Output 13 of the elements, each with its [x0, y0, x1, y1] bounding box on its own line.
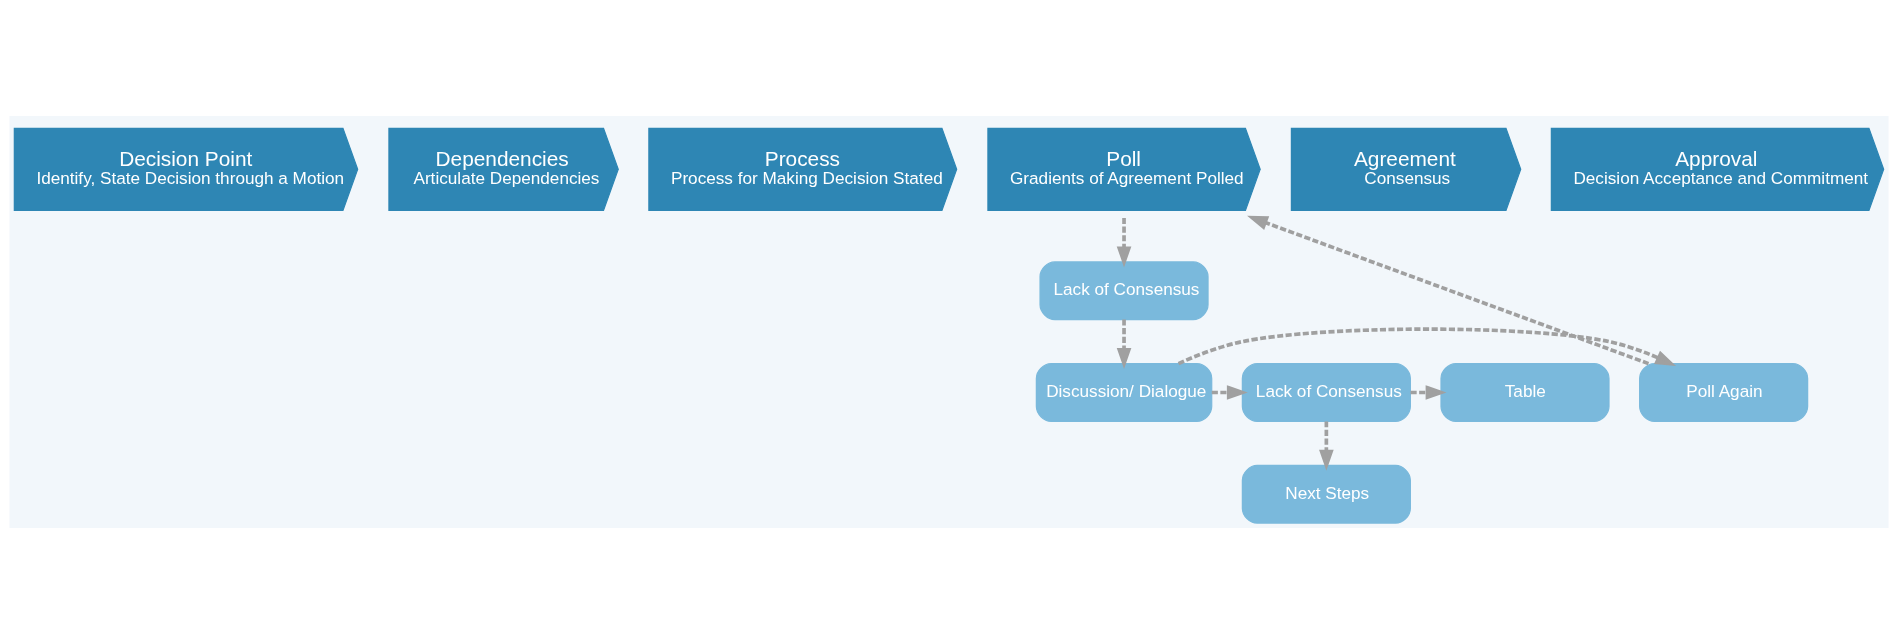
arrow: [1116, 217, 1131, 268]
node-box: Next Steps: [1241, 464, 1411, 524]
node-box: Lack of Consensus: [1038, 261, 1209, 321]
arrow: [1116, 319, 1131, 369]
arrow: [1246, 215, 1649, 366]
arrow: [1211, 385, 1248, 400]
node-box: Lack of Consensus: [1241, 363, 1411, 422]
node-box: Poll Again: [1638, 363, 1808, 422]
arrow: [1177, 327, 1676, 366]
node-box: Table: [1439, 363, 1610, 422]
arrow: [1410, 385, 1447, 400]
arrow: [1318, 421, 1334, 471]
node-box: Discussion/ Dialogue: [1035, 363, 1212, 422]
